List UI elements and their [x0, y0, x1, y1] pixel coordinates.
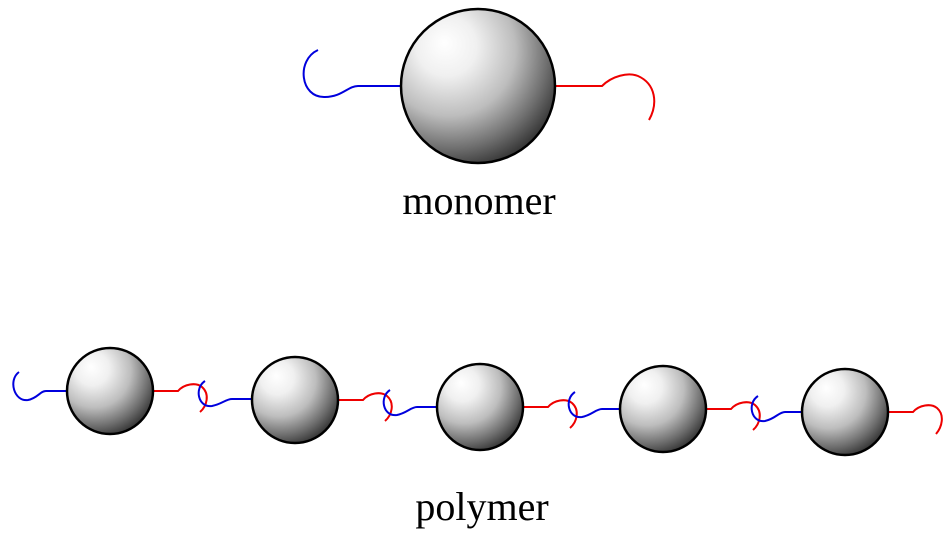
polymer-sphere: [618, 364, 708, 454]
polymer-sphere: [65, 346, 155, 436]
left-tail: [382, 389, 438, 417]
left-tail: [302, 49, 402, 99]
right-tail: [887, 404, 943, 435]
left-tail: [750, 395, 803, 423]
polymer-unit: [12, 346, 208, 436]
monomer-label: monomer: [402, 178, 555, 223]
right-tail: [554, 73, 656, 121]
polymer-unit: [567, 364, 761, 454]
polymer-sphere: [435, 362, 525, 452]
right-tail: [522, 399, 578, 429]
left-tail: [12, 371, 68, 402]
polymer-sphere: [800, 367, 890, 457]
polymer-unit: [382, 362, 578, 452]
right-tail: [705, 401, 761, 431]
monomer-sphere: [399, 7, 557, 165]
left-tail: [197, 380, 253, 408]
polymer-chain: [12, 346, 943, 457]
polymer-label: polymer: [415, 484, 548, 529]
monomer: [302, 7, 656, 165]
polymer-unit: [750, 367, 943, 457]
left-tail: [567, 391, 621, 419]
polymer-sphere: [250, 355, 340, 445]
polymer-unit: [197, 355, 393, 445]
